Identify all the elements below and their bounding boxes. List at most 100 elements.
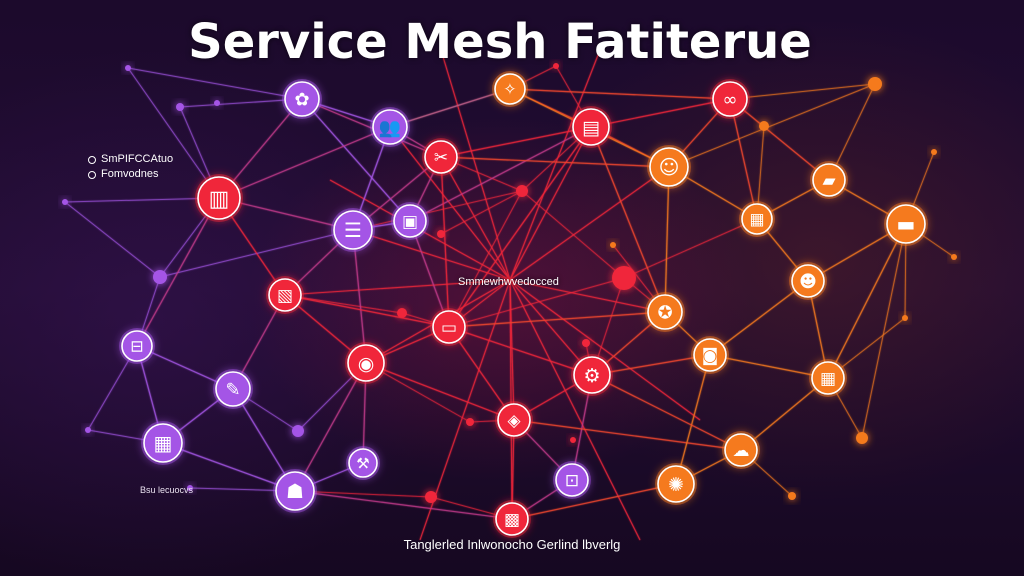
node-circle: [347, 344, 385, 382]
junction-dot: [582, 339, 590, 347]
node-circle: [424, 140, 458, 174]
mesh-edge: [127, 67, 303, 100]
mesh-edge: [675, 354, 711, 485]
node-circle: [724, 433, 758, 467]
credit-card-icon: ▬: [897, 212, 916, 236]
service-node: ☺: [647, 145, 691, 189]
node-circle: [791, 264, 825, 298]
junction-dot: [85, 427, 91, 433]
service-node: ◙: [691, 336, 729, 374]
node-circle: [284, 81, 320, 117]
truck-icon: ▰: [822, 171, 836, 191]
node-circle: [811, 361, 845, 395]
hub-edge: [509, 279, 666, 313]
checklist-icon: ▥: [209, 187, 230, 212]
mesh-edge: [440, 156, 670, 168]
building-icon: ▦: [154, 431, 173, 455]
mesh-edge: [729, 98, 830, 181]
mesh-edge: [294, 490, 513, 520]
mesh-edge: [440, 156, 450, 328]
service-node: ✂: [422, 138, 460, 176]
users-icon: 👥: [379, 117, 401, 138]
junction-dot: [466, 418, 474, 426]
legend-label: Fomvodnes: [101, 168, 159, 180]
hub-edge: [389, 126, 511, 281]
folder-icon: ▩: [504, 510, 520, 530]
node-circle: [215, 371, 251, 407]
junction-dot: [187, 485, 193, 491]
gear-icon: ⚙: [583, 365, 600, 387]
mesh-edge: [389, 88, 511, 128]
junction-dot: [759, 121, 769, 131]
node-circle: [121, 330, 153, 362]
node-circle: [197, 176, 241, 220]
service-node: ▩: [493, 500, 531, 538]
legend-item: Fomvodnes: [88, 167, 173, 182]
node-circle: [393, 204, 427, 238]
node-circle: [495, 502, 529, 536]
storage-icon: ▤: [582, 117, 600, 139]
document-list-icon: ☰: [344, 218, 362, 242]
mesh-edge: [668, 83, 876, 168]
service-node: ⊟: [119, 328, 155, 364]
junction-dot: [62, 199, 68, 205]
service-node: ☁: [722, 431, 760, 469]
hub-edge: [509, 166, 670, 281]
service-node: ∞: [710, 79, 750, 119]
mesh-edge: [64, 201, 161, 278]
node-circle: [555, 463, 589, 497]
hub-edge: [509, 49, 601, 281]
mesh-edge: [509, 88, 731, 100]
wrench-icon: ✂: [434, 148, 448, 168]
center-label: Smmewhwvedocced: [458, 276, 559, 288]
service-node: ▤: [570, 106, 612, 148]
network-icon: ✪: [657, 302, 672, 323]
mesh-edge: [511, 483, 677, 520]
mesh-edge: [861, 223, 907, 439]
mesh-edge: [709, 354, 829, 379]
mesh-edge: [448, 277, 625, 328]
junction-dot: [610, 242, 616, 248]
cloud-icon: ☁: [733, 441, 750, 461]
mesh-edge: [709, 280, 809, 356]
page-title: Service Mesh Fatiterue: [188, 14, 812, 70]
junction-dot: [214, 100, 220, 106]
service-node: ⚒: [346, 446, 380, 480]
mesh-edge: [448, 126, 592, 328]
node-circle: [649, 147, 689, 187]
service-node: 👥: [370, 107, 410, 147]
mesh-edge: [448, 326, 593, 376]
person-icon: ☻: [799, 272, 817, 292]
mesh-edge: [590, 98, 731, 128]
team-icon: ✿: [294, 89, 309, 110]
node-circle: [647, 294, 683, 330]
junction-dot: [153, 270, 167, 284]
junction-dot: [868, 77, 882, 91]
service-node: ▧: [266, 276, 304, 314]
service-node: ▦: [739, 201, 775, 237]
hub-edge: [509, 279, 701, 421]
mesh-junction-dots: [62, 63, 957, 503]
node-circle: [886, 204, 926, 244]
node-circle: [143, 423, 183, 463]
mesh-edge: [294, 362, 367, 492]
node-circle: [741, 203, 773, 235]
mesh-edge: [301, 98, 411, 222]
junction-dot: [553, 63, 559, 69]
junction-dot: [176, 103, 184, 111]
mesh-edge: [352, 190, 523, 231]
service-node: ▦: [141, 421, 185, 465]
mesh-edge: [827, 223, 907, 379]
corner-note: Bsu lecuocvs: [140, 485, 194, 495]
mesh-edge: [127, 67, 220, 199]
calendar-icon: ▦: [749, 210, 764, 229]
mesh-edge: [352, 229, 367, 364]
junction-dot: [612, 266, 636, 290]
cart-icon: ⊟: [130, 337, 143, 356]
service-node: ⚙: [571, 354, 613, 396]
mesh-edge: [591, 374, 742, 451]
service-node: ✿: [282, 79, 322, 119]
database-icon: ◉: [358, 353, 375, 375]
hub-edge: [509, 279, 513, 520]
